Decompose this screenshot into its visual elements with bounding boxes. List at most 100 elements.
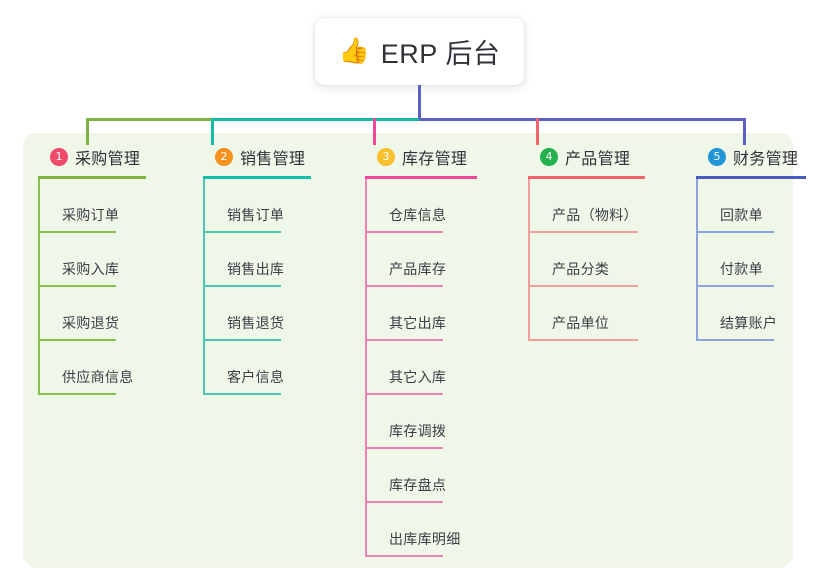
branch-index-badge-sales: 2 bbox=[215, 148, 233, 166]
branch-item[interactable]: 产品库存 bbox=[365, 233, 477, 287]
branch-item-rule bbox=[365, 501, 443, 503]
branch-item[interactable]: 结算账户 bbox=[696, 287, 806, 341]
branch-item[interactable]: 其它入库 bbox=[365, 341, 477, 395]
branch-spine-inventory bbox=[365, 179, 367, 557]
connector-drop-sales bbox=[211, 118, 214, 145]
branch-item-label: 供应商信息 bbox=[62, 369, 134, 385]
branch-column-sales: 2 销售管理销售订单销售出库销售退货客户信息 bbox=[203, 145, 311, 395]
branch-spine-sales bbox=[203, 179, 205, 395]
branch-header-finance[interactable]: 5 财务管理 bbox=[696, 145, 806, 169]
root-node-card[interactable]: 👍 ERP 后台 bbox=[315, 18, 524, 85]
connector-segment-teal bbox=[211, 118, 419, 121]
branch-item[interactable]: 其它出库 bbox=[365, 287, 477, 341]
connector-drop-purchase bbox=[86, 118, 89, 145]
branches-panel bbox=[23, 133, 793, 568]
branch-item-rule bbox=[528, 285, 638, 287]
branch-item-rule bbox=[696, 339, 774, 341]
branch-title-sales: 销售管理 bbox=[240, 151, 306, 168]
branch-item[interactable]: 供应商信息 bbox=[38, 341, 146, 395]
branch-item[interactable]: 客户信息 bbox=[203, 341, 311, 395]
branch-items-purchase: 采购订单采购入库采购退货供应商信息 bbox=[38, 179, 146, 395]
branch-item-label: 采购退货 bbox=[62, 315, 120, 331]
branch-item-label: 出库库明细 bbox=[389, 531, 461, 547]
branch-title-purchase: 采购管理 bbox=[75, 151, 141, 168]
branch-item-label: 其它出库 bbox=[389, 315, 447, 331]
branch-item-label: 采购订单 bbox=[62, 207, 120, 223]
branch-item-rule bbox=[38, 231, 116, 233]
branch-item-rule bbox=[365, 231, 443, 233]
branch-item[interactable]: 产品分类 bbox=[528, 233, 645, 287]
branch-item-label: 销售退货 bbox=[227, 315, 285, 331]
branch-item-rule bbox=[38, 339, 116, 341]
branch-item[interactable]: 销售退货 bbox=[203, 287, 311, 341]
branch-item-rule bbox=[696, 231, 774, 233]
branch-item-rule bbox=[203, 285, 281, 287]
branch-item-rule bbox=[38, 285, 116, 287]
connector-segment-green bbox=[86, 118, 211, 121]
root-node-content: 👍 ERP 后台 bbox=[339, 32, 501, 71]
connector-drop-finance bbox=[743, 118, 746, 145]
branch-item-label: 销售订单 bbox=[227, 207, 285, 223]
branch-index-badge-inventory: 3 bbox=[377, 148, 395, 166]
branch-item-rule bbox=[203, 393, 281, 395]
connector-drop-inventory bbox=[373, 118, 376, 145]
branch-title-finance: 财务管理 bbox=[733, 151, 799, 168]
branch-item-label: 付款单 bbox=[720, 261, 763, 277]
thumbs-up-icon: 👍 bbox=[338, 37, 370, 65]
branch-item-label: 产品库存 bbox=[389, 261, 447, 277]
branch-header-sales[interactable]: 2 销售管理 bbox=[203, 145, 311, 169]
branch-item-label: 产品单位 bbox=[552, 315, 610, 331]
branch-item-label: 产品分类 bbox=[552, 261, 610, 277]
branch-item-rule bbox=[365, 339, 443, 341]
branch-item[interactable]: 出库库明细 bbox=[365, 503, 477, 557]
branch-item[interactable]: 仓库信息 bbox=[365, 179, 477, 233]
branch-item[interactable]: 产品单位 bbox=[528, 287, 645, 341]
branch-item-rule bbox=[365, 555, 443, 557]
branch-item[interactable]: 销售订单 bbox=[203, 179, 311, 233]
branch-item-rule bbox=[38, 393, 116, 395]
branch-item-label: 结算账户 bbox=[720, 315, 778, 331]
branch-item-rule bbox=[528, 231, 638, 233]
branch-item[interactable]: 付款单 bbox=[696, 233, 806, 287]
branch-item[interactable]: 库存调拨 bbox=[365, 395, 477, 449]
branch-item-rule bbox=[365, 285, 443, 287]
branch-item-label: 采购入库 bbox=[62, 261, 120, 277]
branch-index-badge-finance: 5 bbox=[708, 148, 726, 166]
branch-item-label: 库存盘点 bbox=[389, 477, 447, 493]
branch-item-rule bbox=[365, 447, 443, 449]
branch-item[interactable]: 采购退货 bbox=[38, 287, 146, 341]
branch-items-product: 产品（物料） 产品分类产品单位 bbox=[528, 179, 645, 341]
branch-items-finance: 回款单付款单结算账户 bbox=[696, 179, 806, 341]
branch-header-rule-inventory bbox=[365, 176, 477, 179]
branch-item-rule bbox=[365, 393, 443, 395]
branch-item[interactable]: 采购订单 bbox=[38, 179, 146, 233]
branch-column-finance: 5 财务管理回款单付款单结算账户 bbox=[696, 145, 806, 341]
branch-header-rule-purchase bbox=[38, 176, 146, 179]
branch-item-rule bbox=[203, 339, 281, 341]
branch-item-label: 客户信息 bbox=[227, 369, 285, 385]
branch-item-label: 其它入库 bbox=[389, 369, 447, 385]
branch-spine-product bbox=[528, 179, 530, 341]
branch-index-badge-product: 4 bbox=[540, 148, 558, 166]
branch-item-label: 回款单 bbox=[720, 207, 763, 223]
branch-item[interactable]: 库存盘点 bbox=[365, 449, 477, 503]
branch-item[interactable]: 采购入库 bbox=[38, 233, 146, 287]
branch-item[interactable]: 销售出库 bbox=[203, 233, 311, 287]
branch-item-rule bbox=[203, 231, 281, 233]
branch-items-sales: 销售订单销售出库销售退货客户信息 bbox=[203, 179, 311, 395]
branch-item-rule bbox=[696, 285, 774, 287]
branch-header-rule-sales bbox=[203, 176, 311, 179]
branch-header-rule-product bbox=[528, 176, 645, 179]
root-stem-line bbox=[418, 85, 421, 121]
connector-drop-product bbox=[536, 118, 539, 145]
branch-item[interactable]: 产品（物料） bbox=[528, 179, 645, 233]
branch-item[interactable]: 回款单 bbox=[696, 179, 806, 233]
connector-segment-indigo bbox=[419, 118, 746, 121]
